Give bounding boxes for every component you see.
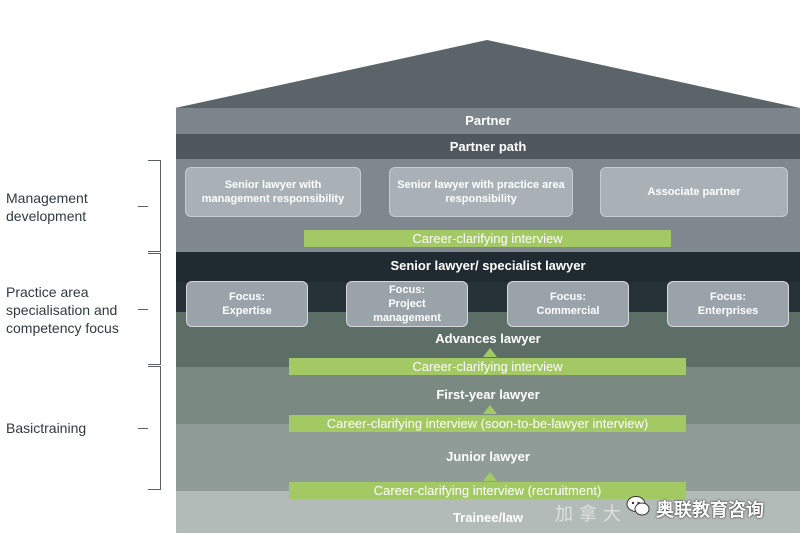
wechat-icon xyxy=(626,495,650,517)
level-senior: Senior lawyer/ specialist lawyer xyxy=(390,258,586,273)
card-focus-enterprises: Focus: Enterprises xyxy=(667,281,789,327)
interview-bar-4: Career-clarifying interview (recruitment… xyxy=(289,482,686,499)
arrow-up-1 xyxy=(483,348,497,357)
card-senior-management-text: Senior lawyer with management responsibi… xyxy=(201,179,345,205)
level-junior: Junior lawyer xyxy=(446,449,530,464)
card-senior-management: Senior lawyer with management responsibi… xyxy=(185,167,361,217)
arrow-up-3 xyxy=(483,472,497,481)
card-associate-partner-text: Associate partner xyxy=(647,186,741,198)
arrow-up-2 xyxy=(483,405,497,414)
card-focus-project-management: Focus: Project management xyxy=(346,281,468,327)
level-partner: Partner xyxy=(465,113,511,128)
watermark-faint-text: 加拿大 xyxy=(555,504,627,524)
band-senior xyxy=(176,252,800,282)
level-partner-path: Partner path xyxy=(449,139,527,154)
interview-bar-1: Career-clarifying interview xyxy=(304,230,671,247)
side-label-basic: Basictraining xyxy=(6,420,87,436)
level-first-year: First-year lawyer xyxy=(436,387,540,402)
watermark-brand: 奥联教育咨询 xyxy=(656,500,764,520)
interview-bar-2: Career-clarifying interview xyxy=(289,358,686,375)
card-senior-practice-area-text: Senior lawyer with practice area respons… xyxy=(397,179,565,205)
bracket-basic xyxy=(138,366,161,490)
bracket-practice xyxy=(138,253,161,365)
band-partner xyxy=(176,108,800,134)
side-label-management: Management development xyxy=(6,190,88,224)
interview-bar-3: Career-clarifying interview (soon-to-be-… xyxy=(289,415,686,432)
band-partner-path xyxy=(176,134,800,159)
card-focus-expertise: Focus: Expertise xyxy=(186,281,308,327)
band-first-year xyxy=(176,367,800,424)
card-focus-commercial: Focus: Commercial xyxy=(507,281,629,327)
card-senior-practice-area: Senior lawyer with practice area respons… xyxy=(389,167,573,217)
level-advances: Advances lawyer xyxy=(435,331,541,346)
side-label-practice: Practice area specialisation and compete… xyxy=(6,284,119,336)
level-trainee: Trainee/law xyxy=(452,510,524,525)
roof xyxy=(175,40,800,108)
bracket-management xyxy=(138,160,161,252)
card-associate-partner: Associate partner xyxy=(600,167,788,217)
